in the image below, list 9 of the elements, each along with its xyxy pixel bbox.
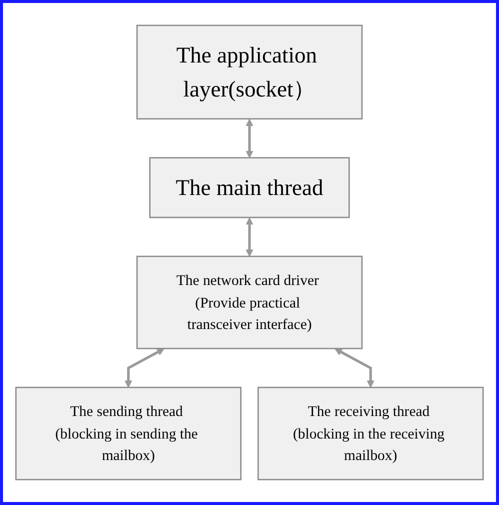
node-box: The network card driver (Provide practical transceiver interface) [136,256,363,350]
node-box: The sending thread (blocking in sending the mailbox) [15,386,242,480]
node-box: The receiving thread (blocking in the receiving mailbox) [258,386,484,480]
node-box: The main thread [149,157,350,218]
arrow [334,348,374,388]
arrow [124,348,164,388]
node-box: The application layer(socket） [136,24,363,120]
arrow [246,118,254,158]
arrow [246,217,254,257]
